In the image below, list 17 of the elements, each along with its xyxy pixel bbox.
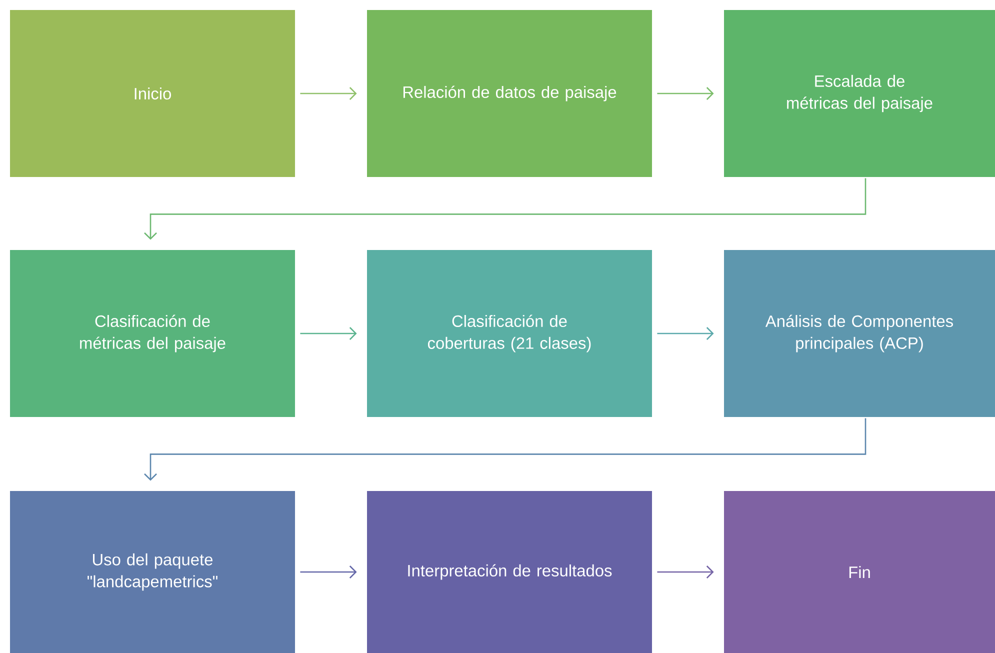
process-box: Escalada de métricas del paisaje [724, 10, 995, 177]
arrow [144, 418, 866, 481]
process-box: Interpretación de resultados [367, 491, 652, 653]
arrow [300, 566, 357, 578]
arrow [144, 178, 866, 240]
arrow [657, 327, 714, 340]
process-box: Fin [724, 491, 995, 653]
process-box: Clasificación de coberturas (21 clases) [367, 250, 652, 417]
process-box: Análisis de Componentes principales (ACP) [724, 250, 995, 417]
process-box: Clasificación de métricas del paisaje [10, 250, 295, 417]
arrow [657, 566, 714, 578]
process-box: Relación de datos de paisaje [367, 10, 652, 177]
arrow [300, 327, 357, 340]
arrow [300, 87, 357, 100]
process-box: Inicio [10, 10, 295, 177]
process-box: Uso del paquete "landcapemetrics" [10, 491, 295, 653]
arrow [657, 87, 714, 100]
